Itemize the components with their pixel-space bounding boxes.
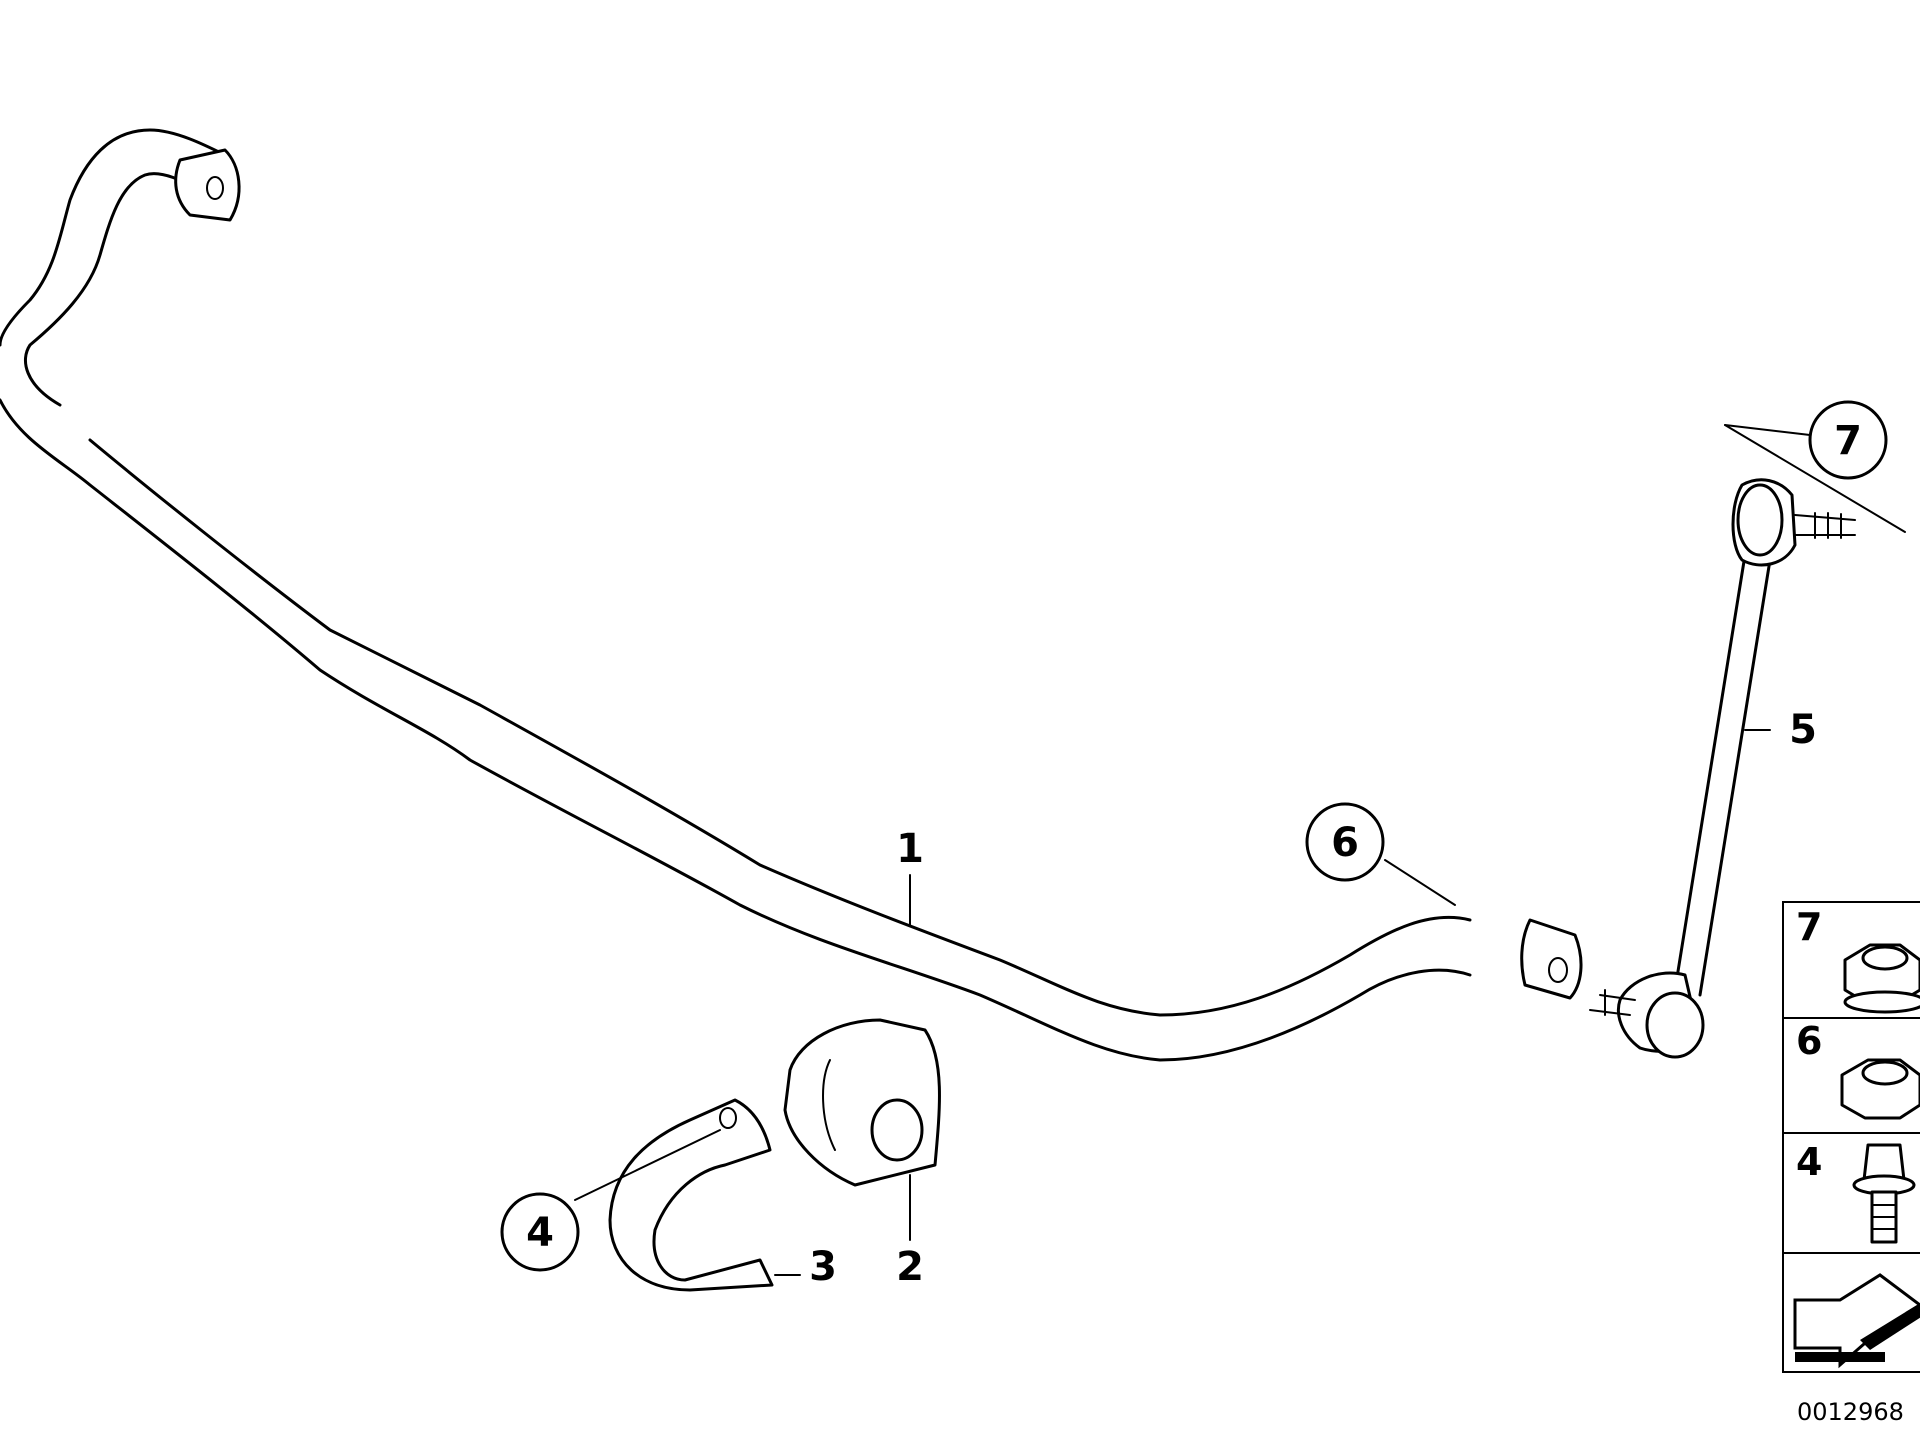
legend-row-6-label: 6 bbox=[1796, 1019, 1822, 1063]
part-number-4: 4 bbox=[526, 1210, 554, 1256]
hardware-legend: 7 6 4 bbox=[1782, 901, 1920, 1373]
stabilizer-link bbox=[1589, 478, 1856, 1059]
stabilizer-bracket bbox=[608, 1098, 774, 1292]
callout-leaders bbox=[574, 424, 1906, 1276]
part-number-2: 2 bbox=[896, 1244, 924, 1290]
part-number-5: 5 bbox=[1789, 707, 1817, 753]
part-number-6: 6 bbox=[1331, 820, 1359, 866]
legend-row-4-label: 4 bbox=[1796, 1140, 1822, 1184]
diagram-reference-number: 0012968 bbox=[1797, 1398, 1904, 1426]
flange-nut-icon bbox=[1843, 943, 1920, 1014]
part-number-7: 7 bbox=[1834, 418, 1862, 464]
direction-arrow-icon bbox=[1793, 1273, 1920, 1369]
callout-circle-4 bbox=[500, 1192, 580, 1272]
rubber-mounting bbox=[783, 1018, 941, 1187]
callout-circle-7 bbox=[1808, 400, 1888, 480]
hex-nut-icon bbox=[1840, 1058, 1920, 1120]
part-number-1: 1 bbox=[896, 826, 924, 872]
stabilizer-bar bbox=[0, 128, 1583, 1062]
torx-bolt-icon bbox=[1852, 1143, 1916, 1244]
callout-circle-6 bbox=[1305, 802, 1385, 882]
part-number-3: 3 bbox=[809, 1244, 837, 1290]
legend-row-7-label: 7 bbox=[1796, 905, 1822, 949]
